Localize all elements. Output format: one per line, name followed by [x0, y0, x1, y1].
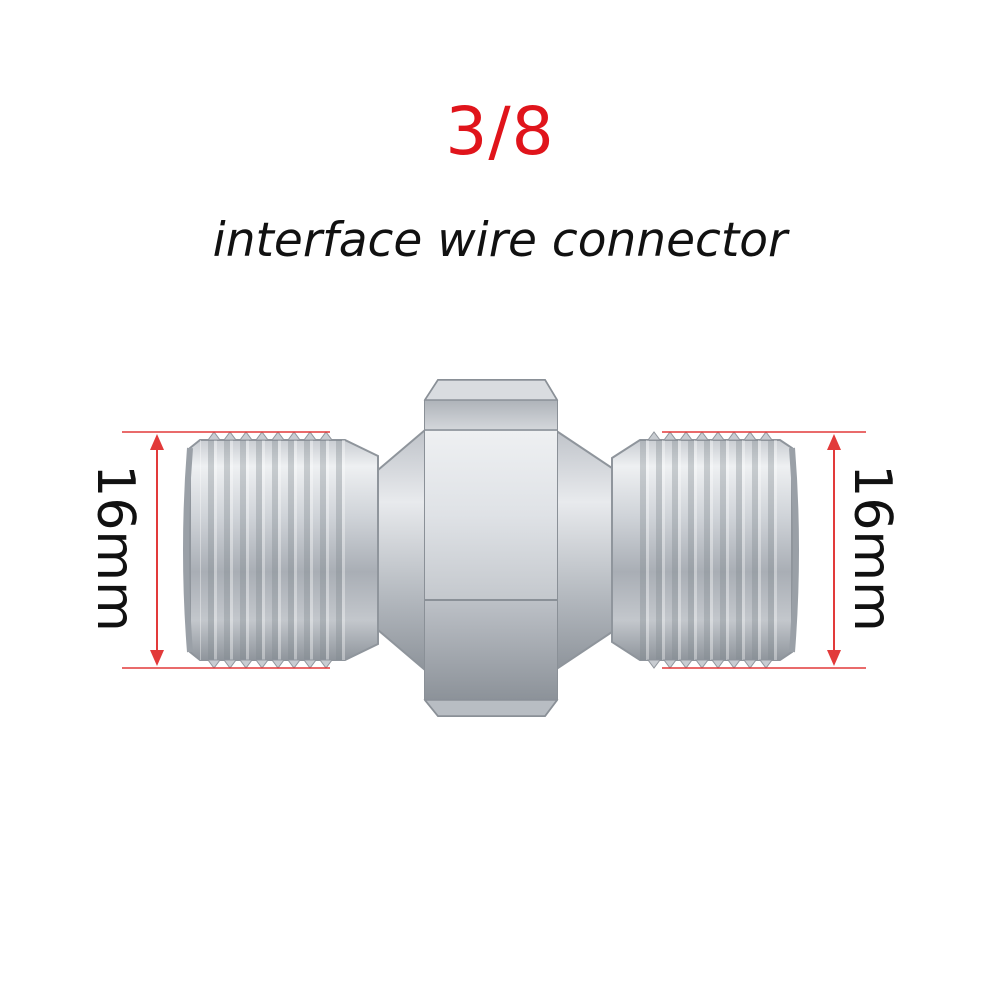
- left-dimension-label: 16mm: [85, 464, 145, 632]
- hex-nut: [423, 379, 559, 717]
- right-dimension-marker: [662, 431, 866, 669]
- right-dimension-label: 16mm: [842, 464, 902, 632]
- product-description: interface wire connector: [212, 213, 788, 268]
- right-neck: [554, 428, 613, 672]
- left-neck: [377, 427, 426, 673]
- left-threaded-end: [183, 431, 379, 669]
- left-dimension-marker: [122, 431, 330, 669]
- size-heading: 3/8: [445, 93, 555, 170]
- right-threaded-end: [611, 431, 799, 669]
